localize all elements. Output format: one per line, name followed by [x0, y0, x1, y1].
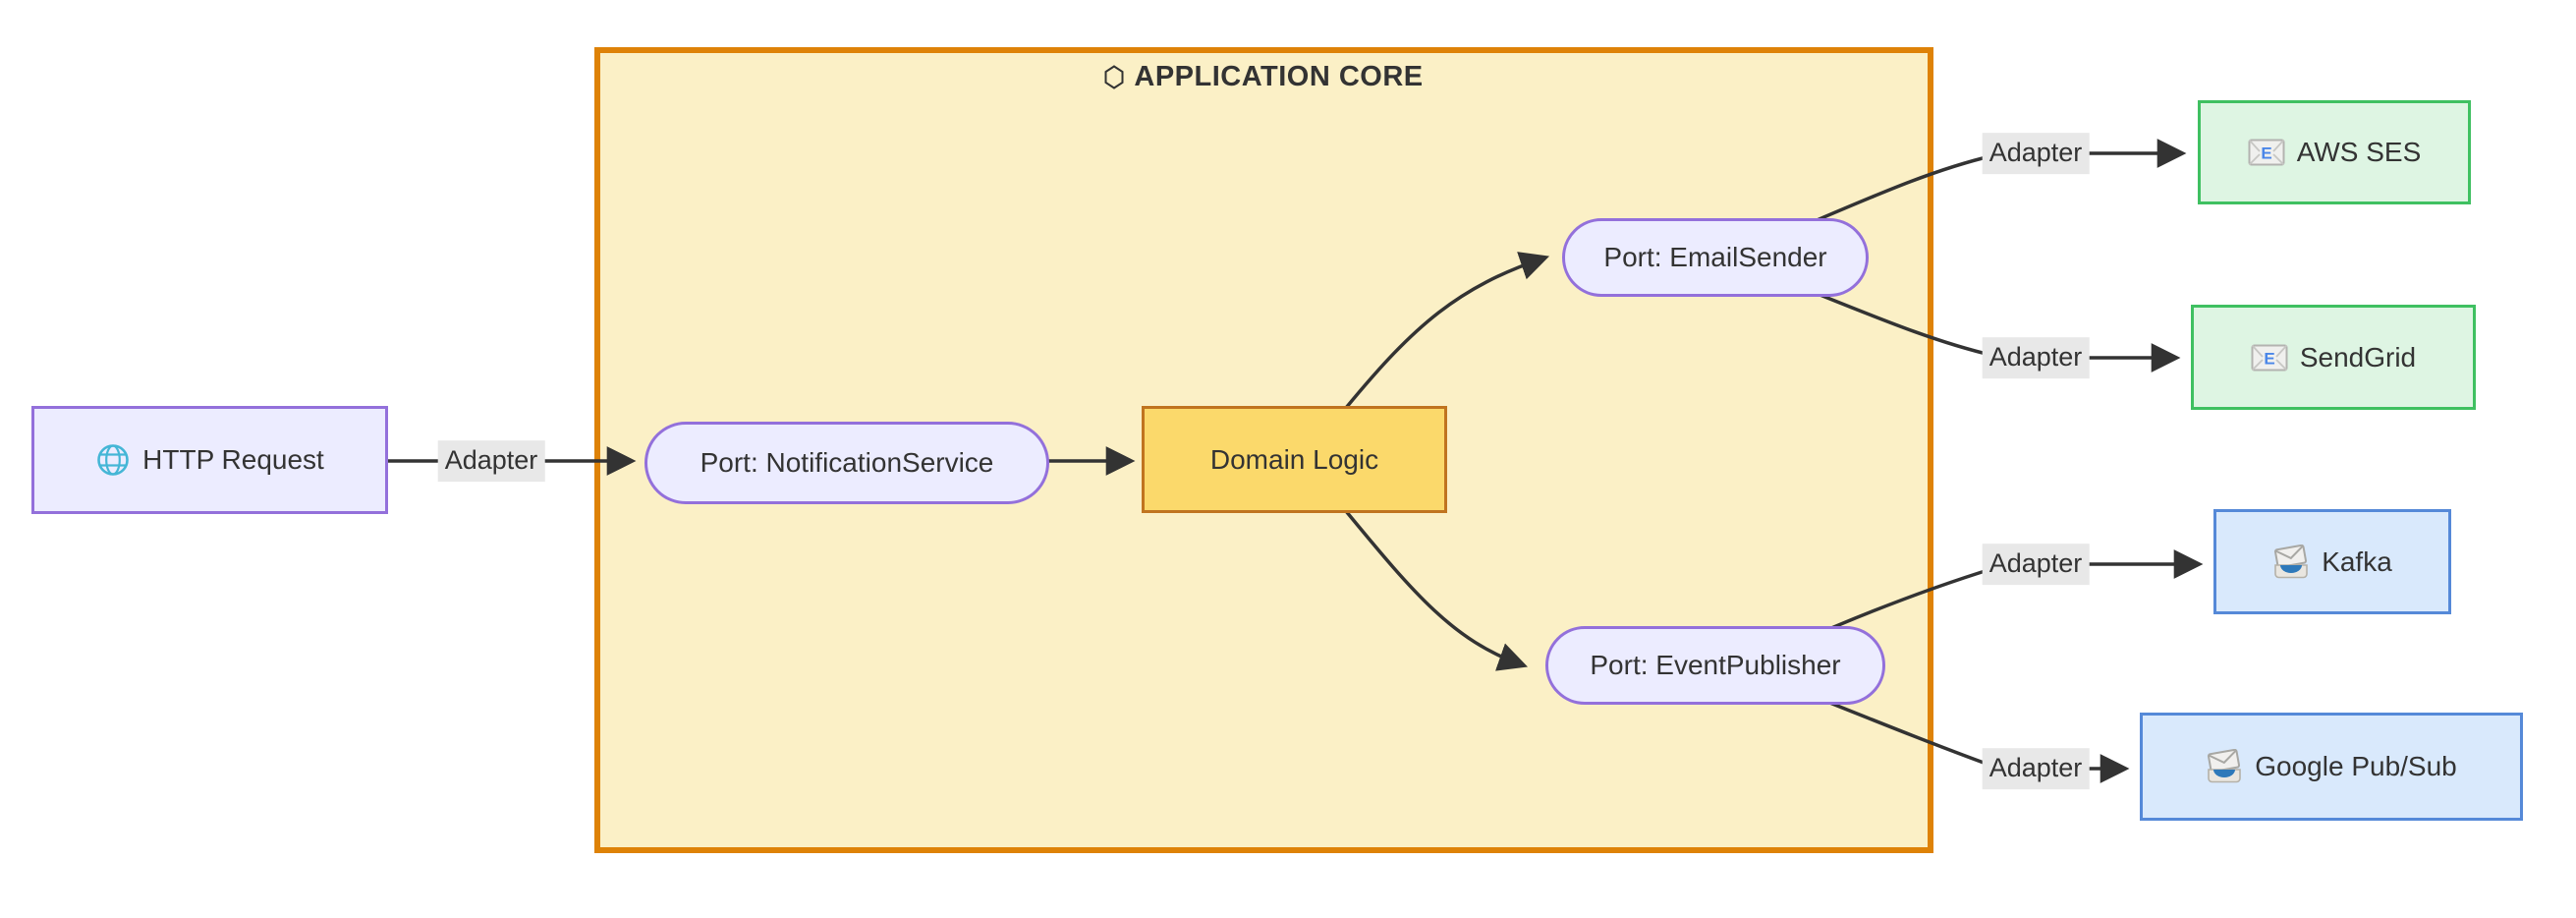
email-icon: E	[2251, 344, 2288, 372]
edge-domain-to-emailsender	[1344, 252, 1550, 410]
port-eventpublisher-label: Port: EventPublisher	[1590, 650, 1841, 680]
aws-ses-node: E AWS SES	[2198, 100, 2471, 204]
domain-logic-label: Domain Logic	[1209, 443, 1379, 475]
adapter-edge-label: Adapter	[1982, 133, 2090, 174]
application-core-title: APPLICATION CORE	[594, 57, 1933, 96]
application-core-label: APPLICATION CORE	[1134, 60, 1424, 92]
edge-eventpublisher-to-kafka-left	[1817, 566, 1995, 636]
port-emailsender-label: Port: EmailSender	[1603, 242, 1827, 272]
email-icon: E	[2248, 139, 2285, 166]
sendgrid-node: E SendGrid	[2191, 305, 2476, 410]
edge-eventpublisher-to-pubsub-left	[1817, 696, 1995, 769]
domain-logic-node: Domain Logic	[1142, 406, 1447, 513]
kafka-label: Kafka	[2322, 545, 2392, 577]
svg-text:E: E	[2261, 144, 2271, 163]
port-eventpublisher-node: Port: EventPublisher	[1545, 626, 1885, 705]
aws-ses-label: AWS SES	[2296, 137, 2422, 167]
kafka-node: Kafka	[2213, 509, 2451, 614]
edge-domain-to-eventpublisher	[1344, 509, 1529, 671]
hexagon-icon	[1104, 64, 1124, 89]
http-request-label: HTTP Request	[142, 444, 324, 475]
adapter-edge-label: Adapter	[1982, 544, 2090, 585]
port-emailsender-node: Port: EmailSender	[1562, 218, 1869, 297]
adapter-edge-label: Adapter	[437, 440, 545, 482]
incoming-envelope-icon	[2206, 749, 2243, 784]
google-pubsub-node: Google Pub/Sub	[2140, 713, 2523, 821]
globe-icon	[95, 442, 131, 478]
port-notificationservice-node: Port: NotificationService	[644, 422, 1049, 504]
edge-emailsender-to-sendgrid-left	[1807, 288, 1995, 358]
http-request-node: HTTP Request	[31, 406, 388, 514]
adapter-edge-label: Adapter	[1982, 337, 2090, 378]
port-notificationservice-label: Port: NotificationService	[700, 447, 994, 478]
edge-emailsender-to-awsses-left	[1807, 153, 1995, 226]
incoming-envelope-icon	[2272, 544, 2310, 580]
adapter-edge-label: Adapter	[1982, 748, 2090, 789]
sendgrid-label: SendGrid	[2299, 341, 2417, 373]
svg-text:E: E	[2264, 349, 2274, 368]
google-pubsub-label: Google Pub/Sub	[2255, 751, 2457, 781]
